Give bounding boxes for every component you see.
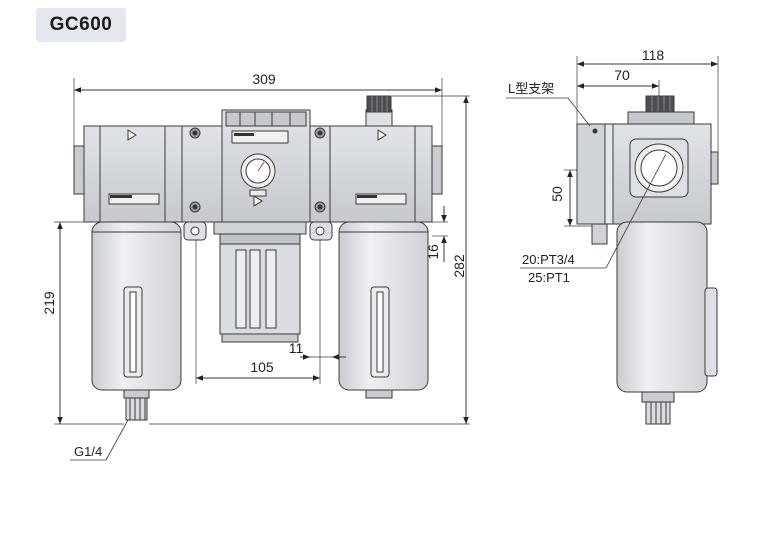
- model-title: GC600: [49, 14, 113, 35]
- dim-gap: 11: [289, 340, 304, 356]
- regulator-unit: [181, 109, 333, 343]
- front-dimension-lines: [54, 78, 470, 461]
- dim-side-bracket: 70: [614, 67, 630, 83]
- lubricator-unit: [329, 95, 443, 399]
- side-view: [506, 56, 719, 425]
- label-bracket: L型支架: [508, 81, 554, 96]
- dim-offset: 16: [425, 244, 441, 260]
- label-port: G1/4: [74, 444, 102, 459]
- dim-overall-width: 309: [252, 71, 276, 87]
- filter-unit: [73, 125, 183, 421]
- label-port-size-1: 20:PT3/4: [522, 252, 575, 267]
- dim-bracket-height: 50: [549, 186, 565, 202]
- front-view: [54, 78, 470, 461]
- model-title-box: GC600: [36, 8, 126, 42]
- dim-overall-height: 282: [451, 254, 467, 278]
- dim-side-width: 118: [642, 47, 665, 63]
- dim-bowl-height: 219: [41, 291, 57, 315]
- label-port-size-2: 25:PT1: [528, 270, 570, 285]
- dim-unit-pitch: 105: [250, 359, 274, 375]
